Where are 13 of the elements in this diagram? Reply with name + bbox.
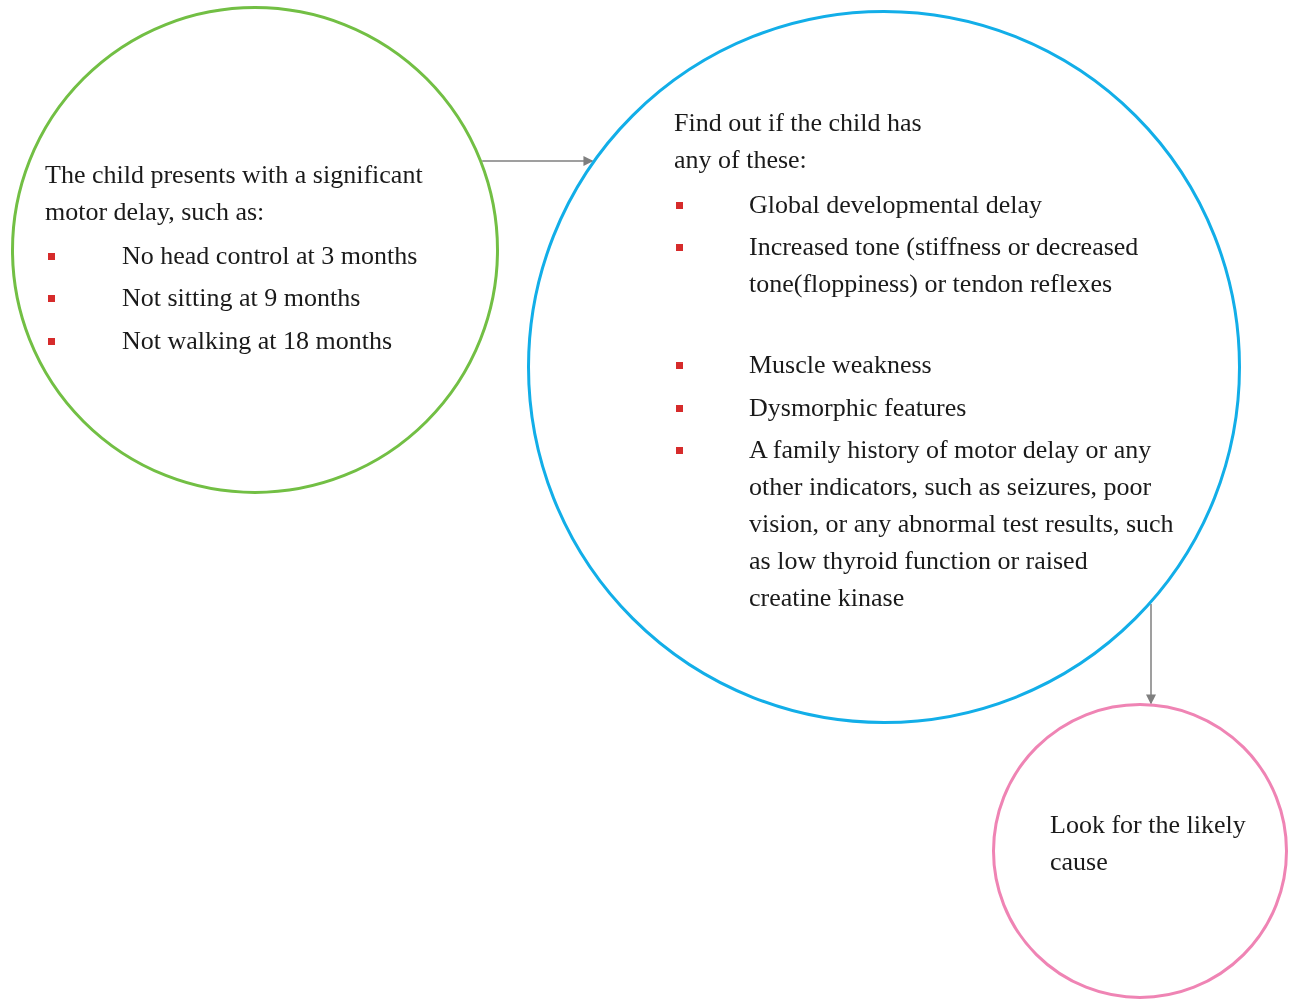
bullet-text: A family history of motor delay or any other indicators, such as seizures, poor vision, or any abnormal test results, such as low thyroid function or raised creatine kinase [749, 434, 1174, 614]
bullet-text: No head control at 3 months [122, 240, 419, 272]
heading-text: Look for the likely cause [1050, 809, 1247, 878]
bullet-text: Not walking at 18 months [122, 325, 394, 357]
heading-text: Find out if the child has any of these: [674, 107, 923, 176]
bullet-text: Increased tone (stiffness or decreased tone(floppiness) or tendon reflexes [749, 231, 1140, 300]
bullet-text: Not sitting at 9 months [122, 282, 362, 314]
bullet-text: Muscle weakness [749, 349, 933, 381]
heading-text: The child presents with a significant motor delay, such as: [45, 159, 424, 228]
bullet-text: Global developmental delay [749, 189, 1044, 221]
arrow [481, 156, 594, 166]
arrow [1146, 603, 1156, 705]
bullet-text: Dysmorphic features [749, 392, 968, 424]
